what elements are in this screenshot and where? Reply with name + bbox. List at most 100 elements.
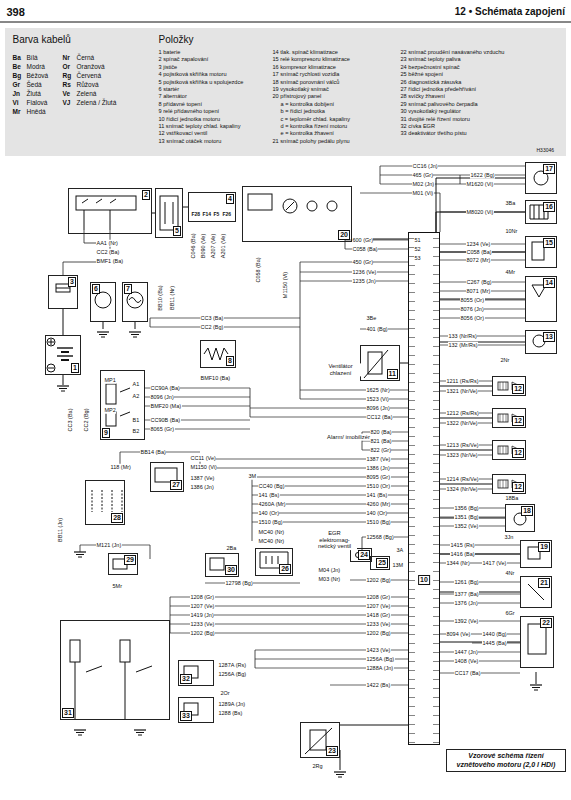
callout-number: 18 (521, 506, 533, 516)
wire-label: 12568 (Bg) (366, 534, 394, 541)
wire-label: 5Mr (112, 583, 122, 590)
wire-label: B090 (Ve) (200, 233, 207, 258)
color-name: Žlutá (26, 90, 41, 98)
color-name: Oranžová (76, 63, 105, 71)
item-text: 1 baterie (158, 49, 181, 56)
item-text: 23 snímač teploty paliva (400, 56, 461, 63)
item-text: 2 spínač zapalování (158, 56, 209, 63)
wire-connector (436, 178, 525, 232)
wire-label: 8072 (Mr) (466, 257, 491, 264)
starter-alternator (95, 292, 143, 329)
callout-number: 31 (62, 708, 74, 718)
wire-connector (63, 309, 64, 335)
color-code: Vi (12, 99, 19, 107)
starter-alternator (95, 292, 111, 308)
wire-label: 1356 (Bg) (454, 505, 479, 512)
legend-panel (5, 28, 566, 156)
item-text: 21 snímač polohy pedálu plynu (272, 137, 350, 144)
item-text: 25 běžné spojení (400, 71, 444, 78)
wire-label: CC2 (Bg) (200, 324, 224, 331)
callout-number: 5 (173, 226, 181, 236)
wire-label: 1233 (Ve) (190, 621, 215, 628)
ground-symbol (57, 386, 69, 391)
component-note: Alarm/ imobilizér (326, 434, 371, 441)
component-box: 2 (68, 188, 152, 234)
wire-label: MC40 (Nr) (258, 538, 285, 545)
item-text: 17 snímač rychlosti vozidla (272, 71, 340, 78)
callout-number: 6 (92, 284, 100, 294)
wire-connector (440, 386, 492, 387)
sensor-symbol (113, 552, 383, 570)
ground-symbol (134, 730, 146, 735)
callout-number: 26 (279, 564, 291, 574)
wire-label: 1352 (Ve) (454, 523, 479, 530)
header-rule (0, 22, 571, 23)
component-box: 24 (350, 548, 372, 562)
item-text: 31 dvojité relé řízení motoru (400, 115, 470, 122)
component-box: 13 (525, 330, 557, 354)
component-box: 6 (90, 282, 116, 322)
wire-label: A2 (132, 393, 140, 400)
fuse-label: F14 (202, 211, 212, 218)
color-code: Mr (12, 108, 21, 116)
wire-trunk (80, 166, 460, 668)
item-text: b = řídicí jednotka (280, 108, 325, 115)
callout-number: 1 (71, 363, 79, 373)
wire-label: 820 (Ba) (370, 429, 392, 436)
fuse-label: F28 (191, 211, 201, 218)
wire-label: 53 (414, 255, 421, 262)
component-box: 12 (492, 474, 526, 494)
item-text: 33 deaktivátor třetího pístu (400, 130, 467, 137)
wire-label: 1289A (Jn) (218, 701, 246, 708)
component-box: 27 (150, 462, 184, 492)
ground-symbol (97, 332, 109, 337)
wire-label: A201 (Ve) (220, 233, 227, 258)
wire-label: 6Gr (505, 610, 515, 617)
color-name: Modrá (26, 63, 45, 71)
wire-label: 1208 (Gr) (190, 594, 215, 601)
color-name: Červená (76, 72, 102, 80)
ignition-switch (76, 196, 136, 230)
wire-label: BMF1 (Ba) (96, 258, 124, 265)
wire-label: 1208 (Gr) (366, 594, 391, 601)
item-text: 22 snímač proudění nasávaného vzduchu (400, 49, 505, 56)
page-number: 398 (6, 6, 25, 19)
wire-label: 3Ba (505, 200, 516, 207)
wire-label: 8056 (Or) (460, 315, 485, 322)
wire-label: 1344 (Nr) (446, 560, 470, 567)
relay-symbol (106, 384, 130, 426)
wire-label: 3Be (366, 315, 377, 322)
wire (440, 603, 520, 604)
wire-connector (340, 725, 408, 726)
relay-symbol (106, 384, 116, 404)
egr-sensor (184, 666, 340, 770)
wire-label: CC40 (Bg) (258, 483, 285, 490)
wire-label: 822 (Gr) (370, 447, 391, 454)
glow-plugs (92, 490, 122, 512)
wire-label: 1386 (Jn) (366, 465, 390, 472)
color-code: Jn (12, 90, 21, 98)
component-box: 3 (48, 275, 78, 309)
wire-label: BMF20 (Ma) (150, 403, 182, 410)
wire-label: A207 (Ve) (210, 233, 217, 258)
wire-label: C058 (Ba) (352, 246, 378, 253)
wire-label: 141 (Bs) (258, 492, 280, 499)
wire-label: 1212 (Rs/Rs) (446, 410, 479, 417)
callout-number: 10 (418, 575, 430, 585)
item-text: 28 svíčky žhavení (400, 93, 445, 100)
callout-number: 13 (543, 332, 555, 342)
wire-label: 133 (Nr/Rs) (448, 333, 477, 340)
wire-label: 13M (392, 562, 404, 569)
callout-number: 25 (376, 558, 388, 568)
component-box: 12 (492, 408, 526, 428)
component-box: 31 (60, 620, 170, 720)
wire-label: BB11 (Jn) (57, 517, 64, 542)
callout-number: 32 (180, 674, 192, 684)
wire-label: 8071 (Mr) (466, 288, 491, 295)
wire-connector (440, 450, 492, 451)
wire-label: 1422 (Bs) (366, 682, 391, 689)
wire-label: 1445 (Ba) (482, 640, 507, 647)
wire-label: 2Ba (226, 545, 237, 552)
ignition-switch (76, 196, 136, 210)
double-relay (70, 640, 80, 662)
